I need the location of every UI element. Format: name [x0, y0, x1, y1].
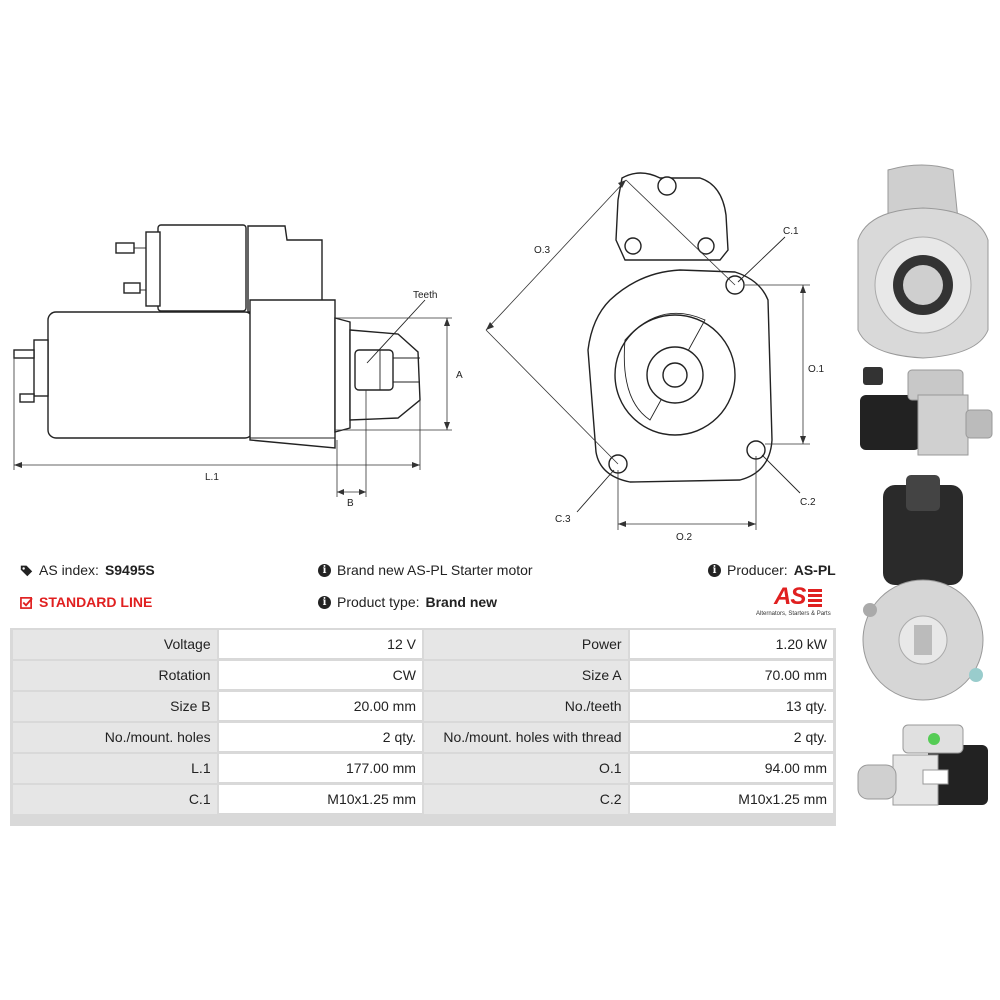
spec-value: 94.00 mm [629, 754, 833, 783]
label-l1: L.1 [205, 472, 219, 483]
spec-value: 2 qty. [218, 723, 422, 752]
table-row: L.1 177.00 mm O.1 94.00 mm [13, 754, 833, 783]
specs-table: Voltage 12 V Power 1.20 kW Rotation CW S… [11, 628, 835, 816]
spec-key: C.2 [423, 785, 628, 814]
label-c3: C.3 [555, 514, 571, 525]
spec-key: Size A [423, 661, 628, 690]
spec-key: L.1 [13, 754, 217, 783]
spec-key: O.1 [423, 754, 628, 783]
info-icon: i [318, 563, 331, 577]
technical-drawing: Teeth A L.1 B [13, 172, 825, 543]
product-type-label: Product type: [337, 594, 420, 610]
product-type-row: i Product type: Brand new [318, 594, 497, 610]
description-text: Brand new AS-PL Starter motor [337, 562, 533, 578]
photo-three-quarter-view [857, 724, 988, 806]
label-o1: O.1 [808, 364, 825, 375]
spec-value: 20.00 mm [218, 692, 422, 721]
label-b: B [347, 498, 354, 509]
spec-value: 12 V [218, 630, 422, 659]
spec-value: 70.00 mm [629, 661, 833, 690]
spec-key: No./mount. holes [13, 723, 217, 752]
product-type-value: Brand new [425, 594, 498, 610]
producer-value: AS-PL [793, 562, 836, 578]
spec-value: 2 qty. [629, 723, 833, 752]
product-photos [857, 164, 993, 806]
spec-key: No./teeth [423, 692, 628, 721]
spec-key: Size B [13, 692, 217, 721]
table-row: Voltage 12 V Power 1.20 kW [13, 630, 833, 659]
spec-key: Rotation [13, 661, 217, 690]
standard-line-row: STANDARD LINE [20, 594, 152, 610]
spec-value: 13 qty. [629, 692, 833, 721]
label-o3: O.3 [534, 245, 551, 256]
side-view: Teeth A L.1 B [13, 224, 463, 509]
photo-rear-view [862, 475, 984, 701]
photo-front-view [857, 164, 989, 359]
producer-label: Producer: [727, 562, 788, 578]
table-row: C.1 M10x1.25 mm C.2 M10x1.25 mm [13, 785, 833, 814]
description-row: i Brand new AS-PL Starter motor [318, 562, 533, 578]
label-o2: O.2 [676, 532, 693, 543]
standard-line-label: STANDARD LINE [39, 594, 153, 610]
tags-icon [20, 565, 33, 576]
spec-value: 177.00 mm [218, 754, 422, 783]
logo-stripes [808, 589, 822, 607]
spec-key: Power [423, 630, 628, 659]
logo-text: AS [774, 583, 806, 610]
spec-value: M10x1.25 mm [218, 785, 422, 814]
spec-key: Voltage [13, 630, 217, 659]
logo-tagline: Alternators, Starters & Parts [756, 611, 831, 617]
label-teeth: Teeth [413, 290, 437, 301]
info-icon: i [708, 563, 721, 577]
label-c2: C.2 [800, 497, 816, 508]
spec-key: No./mount. holes with thread [423, 723, 628, 752]
spec-value: 1.20 kW [629, 630, 833, 659]
table-row: Size B 20.00 mm No./teeth 13 qty. [13, 692, 833, 721]
as-pl-logo: AS Alternators, Starters & Parts [756, 583, 838, 621]
photo-side-view [860, 367, 993, 456]
checkbox-checked-icon [20, 596, 33, 609]
spec-value: CW [218, 661, 422, 690]
spec-value: M10x1.25 mm [629, 785, 833, 814]
as-index-value: S9495S [104, 562, 155, 578]
table-row: No./mount. holes 2 qty. No./mount. holes… [13, 723, 833, 752]
label-c1: C.1 [783, 226, 799, 237]
spec-key: C.1 [13, 785, 217, 814]
table-row: Rotation CW Size A 70.00 mm [13, 661, 833, 690]
producer-row: i Producer: AS-PL [708, 562, 836, 578]
label-a: A [456, 370, 463, 381]
as-index-label: AS index: [39, 562, 99, 578]
front-view: O.3 C.1 O.1 C.2 C.3 O.2 [485, 172, 825, 543]
as-index-row: AS index: S9495S [20, 562, 155, 578]
info-icon: i [318, 595, 331, 609]
